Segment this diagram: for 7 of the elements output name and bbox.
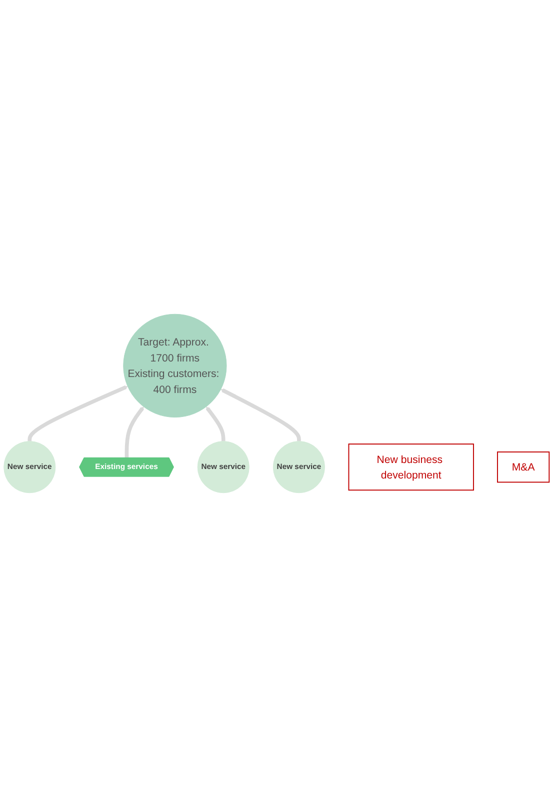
node-box: M&A bbox=[497, 451, 550, 483]
arrow bbox=[206, 406, 226, 442]
node-box: New business development bbox=[348, 444, 474, 491]
arrow bbox=[124, 406, 144, 458]
arrow bbox=[28, 385, 128, 442]
node-circle: Target: Approx. 1700 firms Existing customers: 400 firms bbox=[123, 314, 227, 418]
arrow bbox=[220, 388, 301, 442]
